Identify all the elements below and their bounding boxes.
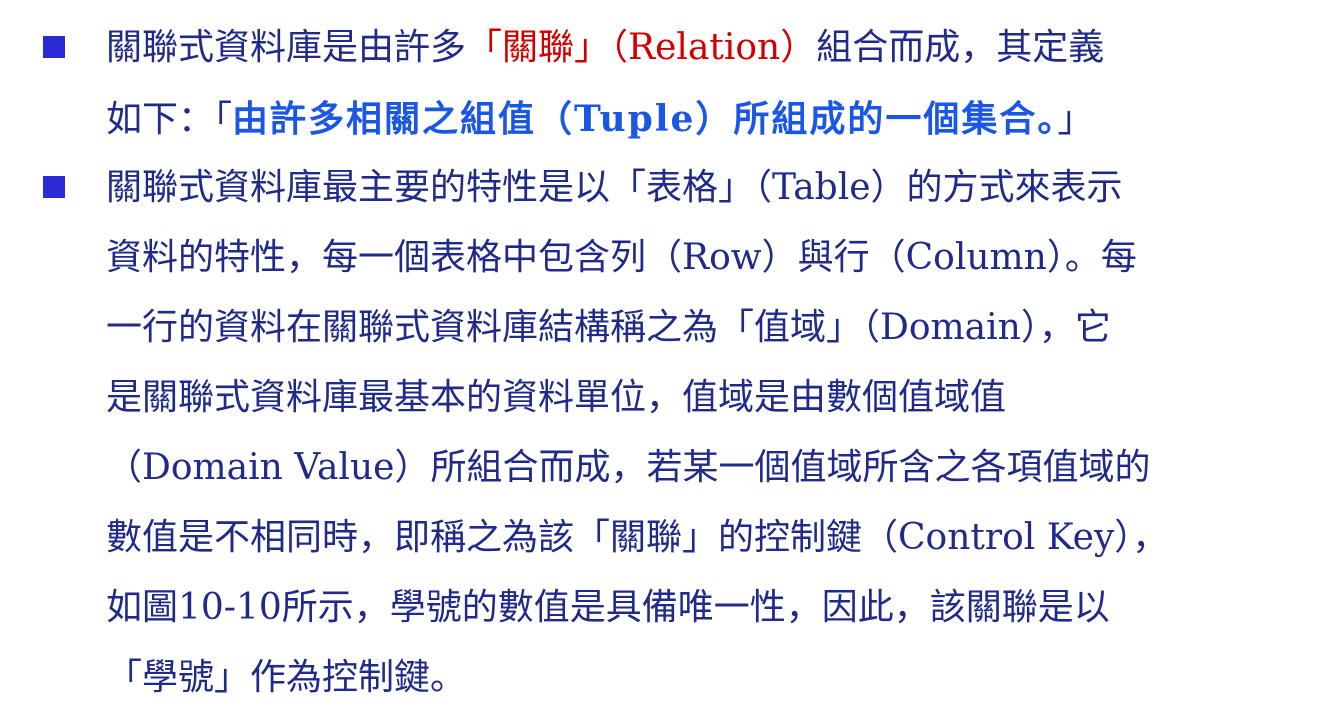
paragraph-2-line-8: 「學號」作為控制鍵。 (106, 657, 467, 698)
bullet-square-icon (43, 176, 65, 198)
paragraph-2-line-7: 如圖10-10所示，學號的數值是具備唯一性，因此，該關聯是以 (106, 587, 1110, 628)
paragraph-1-line-1: 關聯式資料庫是由許多「關聯」（Relation）組合而成，其定義 (106, 26, 1104, 70)
definition-text: 由許多相關之組值（Tuple）所組成的一個集合。 (232, 98, 1058, 140)
text-run: 」 (1057, 99, 1094, 140)
paragraph-2-line-5: （Domain Value）所組合而成，若某一個值域所含之各項值域的 (106, 447, 1151, 488)
relation-term: 「關聯」（Relation） (466, 27, 817, 68)
paragraph-2-line-3: 一行的資料在關聯式資料庫結構稱之為「值域」（Domain），它 (106, 307, 1111, 348)
paragraph-2-line-6: 數值是不相同時，即稱之為該「關聯」的控制鍵（Control Key）， (106, 517, 1169, 558)
paragraph-2-line-1: 關聯式資料庫最主要的特性是以「表格」（Table）的方式來表示 (106, 167, 1123, 208)
paragraph-2-line-2: 資料的特性，每一個表格中包含列（Row）與行（Column）。每 (106, 237, 1137, 278)
bullet-square-icon (43, 36, 65, 58)
paragraph-1-line-2: 如下：「由許多相關之組值（Tuple）所組成的一個集合。」 (106, 97, 1093, 142)
paragraph-2-line-4: 是關聯式資料庫最基本的資料單位，值域是由數個值域值 (106, 377, 1007, 418)
text-run: 關聯式資料庫是由許多 (106, 27, 467, 68)
text-run: 組合而成，其定義 (816, 27, 1105, 68)
text-run: 如下：「 (106, 99, 233, 140)
